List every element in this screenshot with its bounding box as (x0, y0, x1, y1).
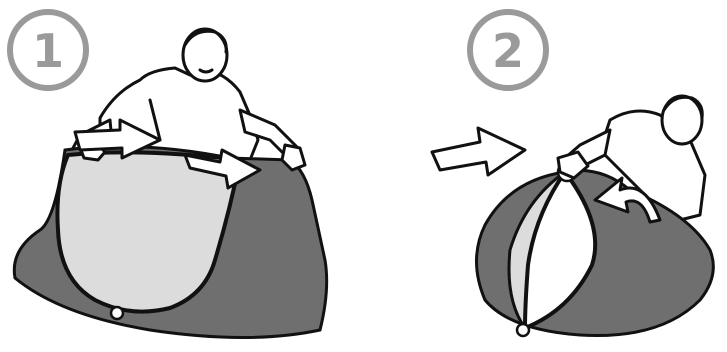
step-1-badge: 1 (10, 12, 86, 88)
step-1-panel: 1 (0, 0, 360, 352)
folding-arrow-icon (432, 128, 525, 175)
step-2-number: 2 (492, 24, 524, 78)
step-2-illustration: 2 (360, 0, 727, 352)
step-1-illustration: 1 (0, 0, 360, 352)
ring-joint-bottom-icon (517, 324, 529, 336)
tent-step-1 (14, 146, 326, 337)
ring-joint-icon (111, 307, 123, 319)
step-2-panel: 2 (360, 0, 727, 352)
step-1-number: 1 (32, 24, 64, 78)
step-2-badge: 2 (470, 12, 546, 88)
